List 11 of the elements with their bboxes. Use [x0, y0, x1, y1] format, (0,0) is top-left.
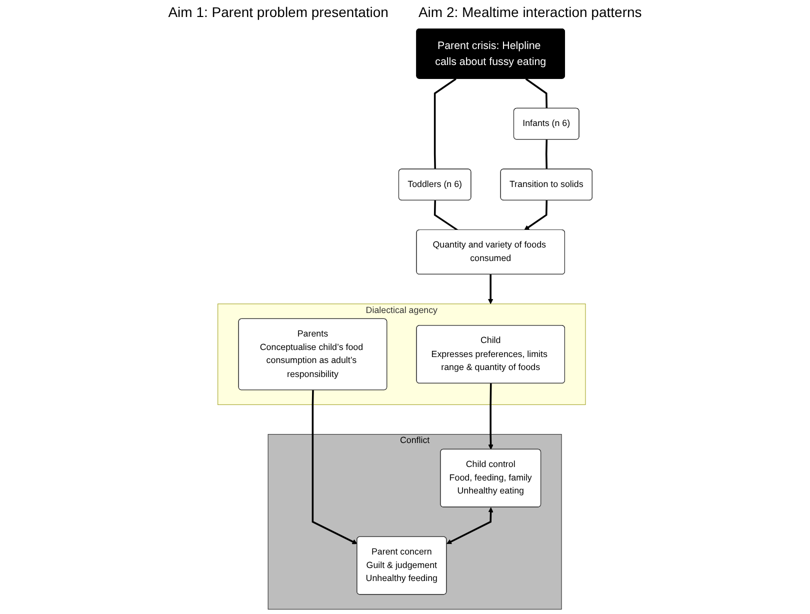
connector: [434, 78, 456, 170]
connector: [545, 140, 548, 170]
connector: [525, 78, 548, 109]
arrow: [446, 507, 494, 544]
arrow: [312, 390, 358, 544]
arrow: [488, 383, 494, 450]
annotation-text: Aim 1: Parent problem presentation: [168, 4, 388, 20]
arrow: [524, 200, 548, 230]
connector: [434, 200, 458, 231]
arrow: [488, 274, 494, 304]
annotation-text: Aim 2: Mealtime interaction patterns: [418, 4, 642, 20]
